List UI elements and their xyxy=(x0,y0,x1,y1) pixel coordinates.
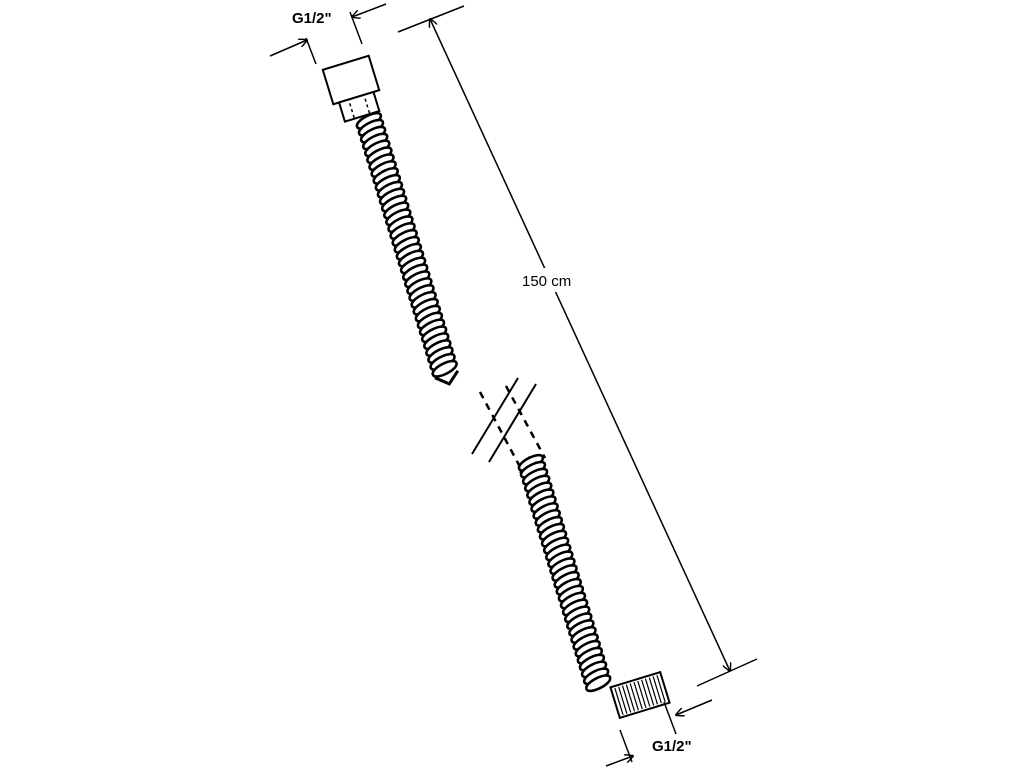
bottom-dimension-arrow-left xyxy=(605,756,633,767)
length-dimension-line xyxy=(430,19,730,671)
top-extension-line-right xyxy=(349,11,363,45)
knurl-line xyxy=(614,687,624,715)
hose-lower-coils xyxy=(517,453,612,693)
length-label-background xyxy=(516,268,588,292)
top-dimension-arrow-left xyxy=(269,40,307,57)
bottom-fitting-nut xyxy=(609,670,671,720)
top-thread-label: G1/2" xyxy=(292,10,332,27)
knurl-line xyxy=(656,675,666,703)
break-line-left xyxy=(471,377,519,455)
break-dashed-line-right xyxy=(504,385,547,459)
top-extension-line-left xyxy=(305,37,317,65)
knurl-line xyxy=(644,678,655,706)
bottom-fitting-knurling xyxy=(614,675,666,715)
top-dimension-arrow-right xyxy=(352,3,387,17)
knurl-line xyxy=(629,683,639,711)
top-fitting xyxy=(321,54,381,123)
length-extension-line-top xyxy=(397,5,465,33)
knurl-line xyxy=(637,680,647,708)
hose-upper-coils xyxy=(355,111,458,378)
break-dashed-line-left xyxy=(478,391,521,466)
top-fitting-collar xyxy=(337,90,381,123)
hose-upper-segment xyxy=(355,111,460,386)
knurl-line xyxy=(625,684,636,712)
hose-lower-segment xyxy=(517,453,612,693)
bottom-fitting xyxy=(609,670,671,720)
bottom-thread-dimension: G1/2" xyxy=(605,699,713,767)
length-dimension: 150 cm xyxy=(397,5,758,687)
bottom-dimension-arrow-right xyxy=(676,699,713,715)
knurl-line xyxy=(648,677,659,705)
knurl-line xyxy=(618,686,628,714)
knurl-line xyxy=(633,682,643,710)
length-label: 150 cm xyxy=(522,273,571,290)
hose-coil-winding xyxy=(585,674,612,693)
knurl-line xyxy=(641,679,651,707)
bottom-thread-label: G1/2" xyxy=(652,738,692,755)
knurl-line xyxy=(621,685,632,713)
hose-break xyxy=(471,377,547,466)
top-thread-dimension: G1/2" xyxy=(269,3,387,65)
knurl-line xyxy=(652,676,662,704)
bottom-extension-line-right xyxy=(663,701,677,735)
